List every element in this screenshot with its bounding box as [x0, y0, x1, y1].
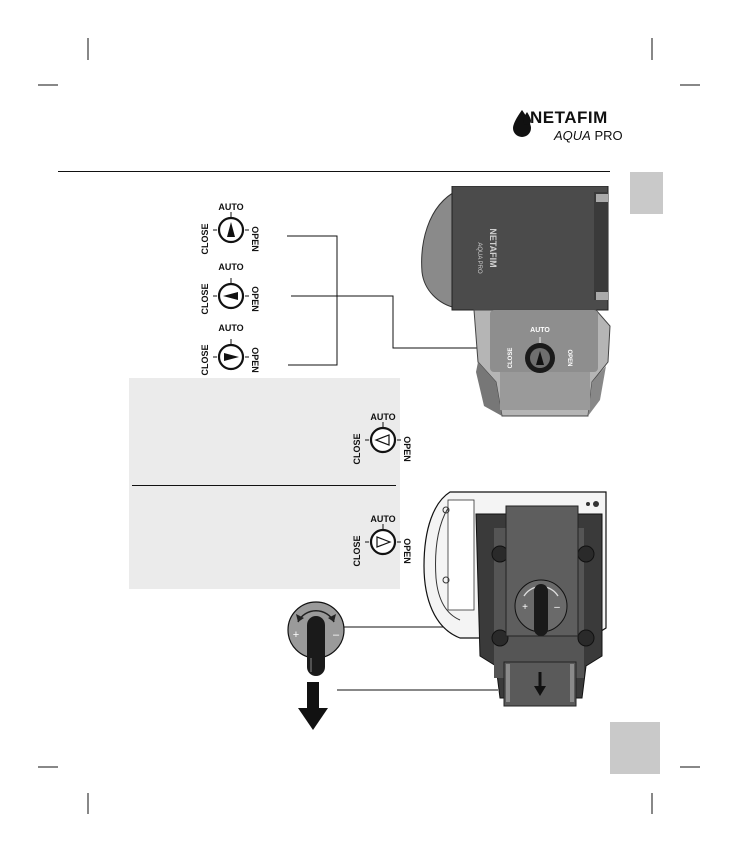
controller-device-top: AUTO CLOSE OPEN NETAFIM AQUA PRO	[418, 186, 614, 422]
arrow-down-icon	[298, 682, 328, 730]
header-rule	[58, 171, 610, 172]
page-tab-bottom	[610, 722, 660, 774]
dial-right-icon	[190, 323, 270, 403]
svg-text:+: +	[522, 602, 528, 613]
dial-outline-right: AUTO CLOSE OPEN	[342, 514, 422, 594]
product-name: AQUA PRO	[554, 128, 623, 143]
svg-text:AUTO: AUTO	[530, 327, 550, 334]
dial-outline-left-icon	[342, 412, 422, 492]
svg-text:–: –	[554, 602, 560, 613]
svg-text:OPEN: OPEN	[566, 349, 572, 366]
controller-device-open: + –	[420, 488, 612, 710]
page-tab-top	[630, 172, 663, 214]
svg-text:AQUA PRO: AQUA PRO	[476, 242, 482, 274]
dial-outline-up: AUTO CLOSE OPEN	[342, 412, 422, 492]
brand-name: NETAFIM	[530, 108, 608, 128]
dial-position-open: AUTO CLOSE OPEN	[190, 323, 270, 403]
brand-logo: NETAFIM AQUA PRO	[510, 108, 640, 148]
dial-outline-right-icon	[342, 514, 422, 594]
svg-text:+: +	[293, 629, 299, 641]
svg-text:–: –	[333, 629, 340, 641]
svg-text:NETAFIM: NETAFIM	[488, 228, 498, 267]
svg-text:CLOSE: CLOSE	[508, 348, 514, 369]
